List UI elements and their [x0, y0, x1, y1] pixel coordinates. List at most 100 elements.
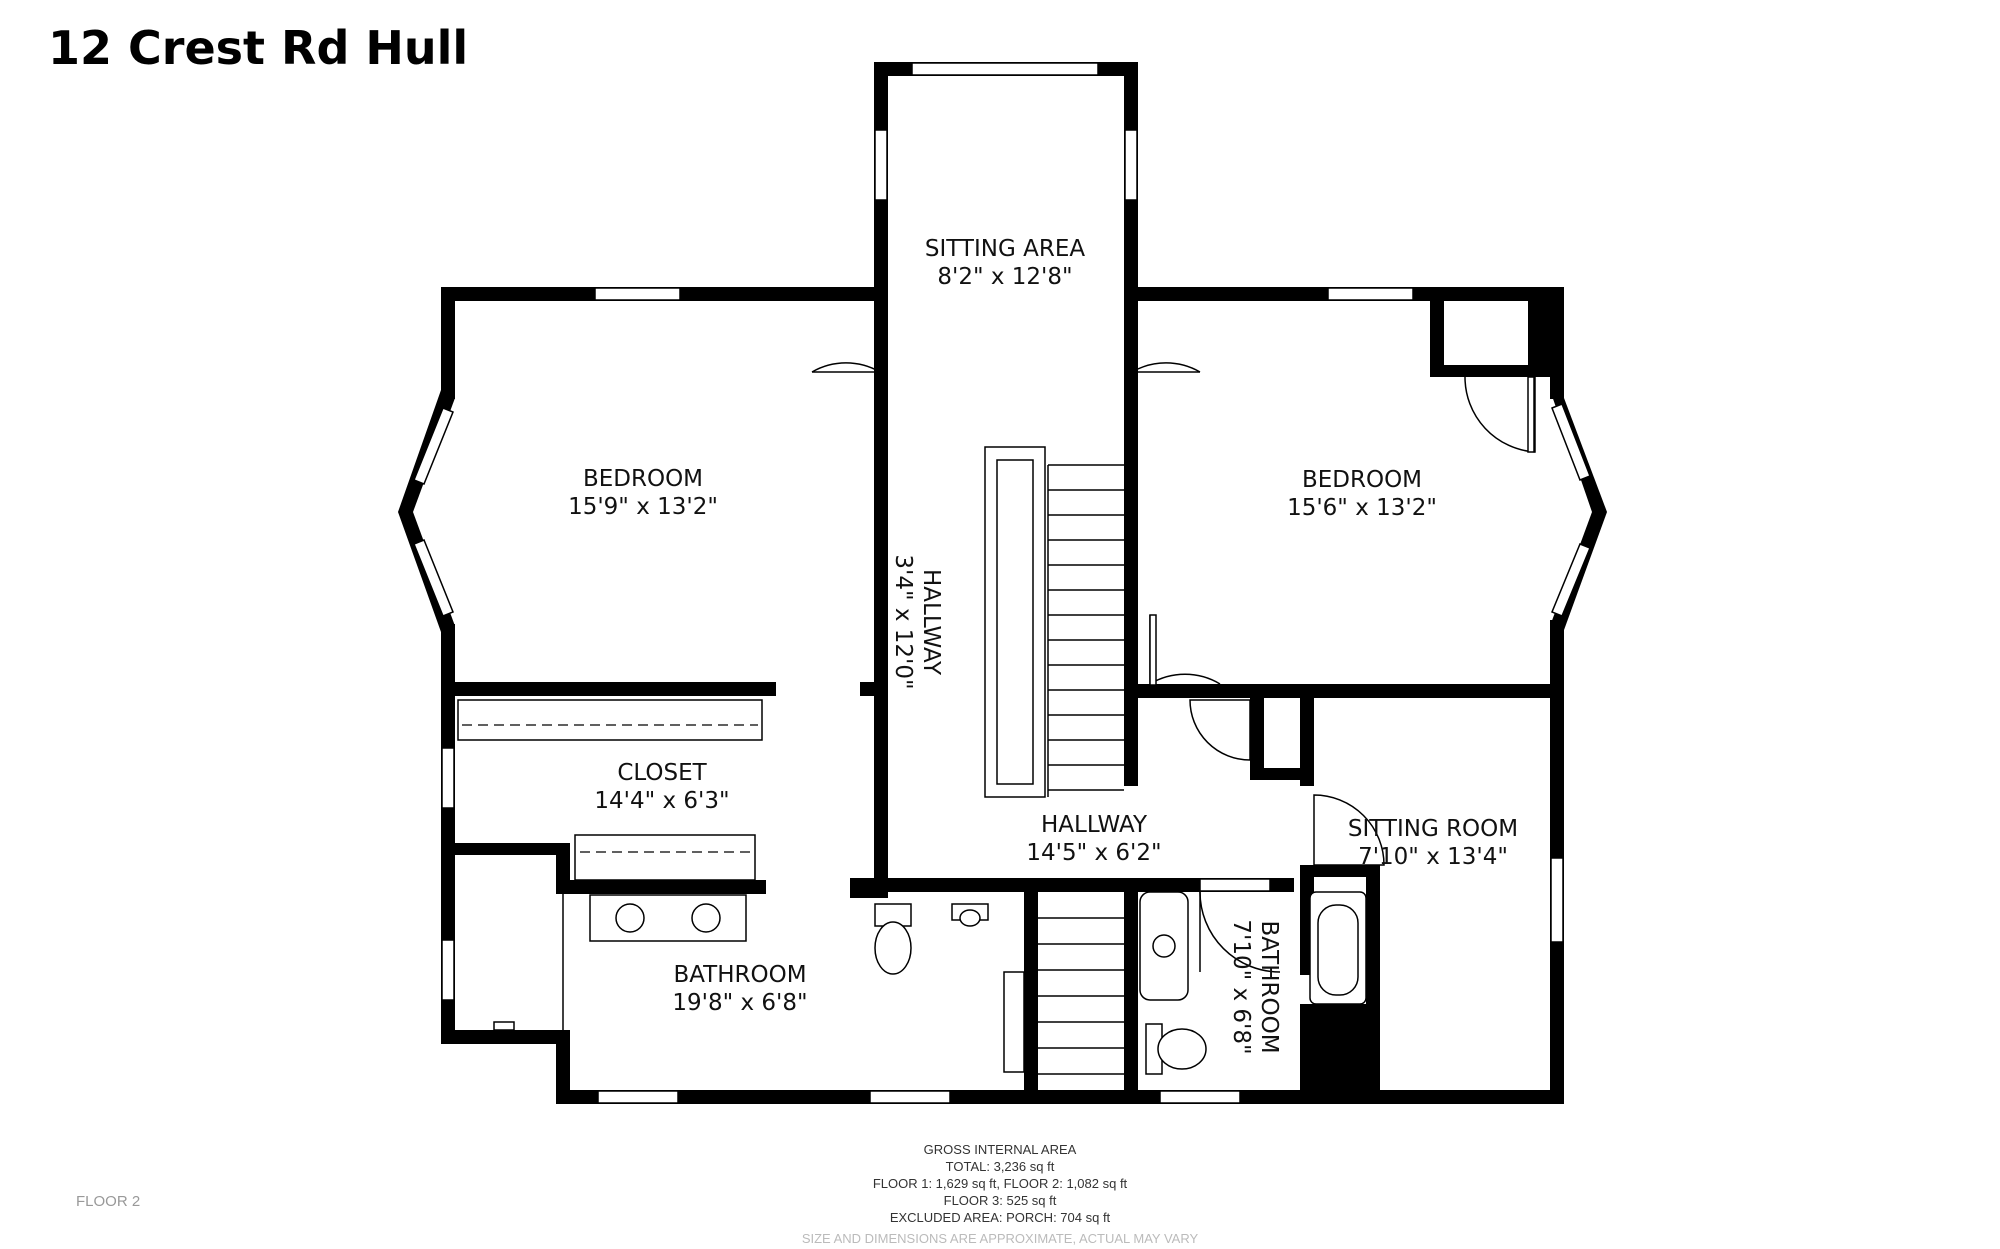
closet-shelf-top	[457, 699, 763, 741]
area-heading: GROSS INTERNAL AREA	[924, 1142, 1077, 1157]
room-name: HALLWAY	[918, 569, 944, 676]
room-name: BEDROOM	[583, 466, 703, 492]
room-name: SITTING AREA	[925, 236, 1085, 262]
room-hallway-vertical: HALLWAY 3'4" x 12'0"	[890, 554, 944, 689]
wall-left-bedroom-upper-left	[441, 287, 455, 399]
room-name: CLOSET	[617, 760, 707, 786]
door-small-closet	[1189, 699, 1251, 761]
wall-box-right	[1528, 287, 1550, 377]
room-bedroom-left: BEDROOM 15'9" x 13'2"	[568, 466, 718, 520]
room-closet: CLOSET 14'4" x 6'3"	[594, 760, 729, 814]
room-dimensions: 7'10" x 6'8"	[1228, 919, 1254, 1054]
disclaimer: SIZE AND DIMENSIONS ARE APPROXIMATE, ACT…	[802, 1231, 1199, 1246]
room-dimensions: 15'6" x 13'2"	[1287, 495, 1437, 521]
room-labels: SITTING AREA 8'2" x 12'8" BEDROOM 15'9" …	[568, 236, 1518, 1055]
door-sitting-room	[1313, 794, 1385, 866]
wall-sitting-room-left-upper	[1300, 690, 1314, 786]
room-sitting-area: SITTING AREA 8'2" x 12'8"	[925, 236, 1085, 290]
wall-right-bedroom-bottom	[1131, 684, 1563, 698]
room-name: BATHROOM	[673, 962, 806, 988]
wall-tower-left	[874, 62, 888, 884]
window-bath-bottom-left	[597, 1090, 679, 1104]
door-right-bedroom-hall	[1149, 615, 1221, 686]
wall-bottom	[556, 1090, 1564, 1104]
window-right-bath-bottom	[1159, 1090, 1241, 1104]
window-right-bedroom-top	[1327, 287, 1414, 301]
windows	[413, 62, 1591, 1104]
shower-fixture	[493, 1021, 515, 1031]
window-left-bedroom-top	[594, 287, 681, 301]
door-left-bedroom	[811, 362, 881, 440]
wall-box-left	[1430, 287, 1444, 377]
toilet-bowl	[874, 921, 912, 975]
window-bath-bottom-right	[869, 1090, 951, 1104]
wall-tower-right	[1124, 62, 1138, 786]
fixtures	[457, 699, 1367, 1075]
wall-closet-top	[441, 682, 776, 696]
wall-sitting-room-step	[1300, 865, 1380, 877]
door-right-bedroom	[1131, 362, 1201, 440]
area-floor-3: FLOOR 3: 525 sq ft	[944, 1193, 1057, 1208]
wall-small-closet-bottom	[1250, 768, 1312, 780]
room-name: HALLWAY	[1041, 812, 1148, 838]
room-dimensions: 7'10" x 13'4"	[1358, 844, 1508, 870]
window-right-bay-lower	[1551, 543, 1591, 617]
window-tower-top	[911, 62, 1099, 76]
wall-stair-left	[1024, 878, 1038, 1094]
wall-box-bottom	[1430, 365, 1550, 377]
wall-bath-left-bottom	[441, 1030, 566, 1044]
wall-stub	[860, 682, 880, 696]
page-title: 12 Crest Rd Hull	[48, 21, 468, 75]
toilet-right-bowl	[1157, 1028, 1207, 1070]
window-tower-left	[874, 129, 888, 201]
area-excluded: EXCLUDED AREA: PORCH: 704 sq ft	[890, 1210, 1111, 1225]
vanity	[589, 894, 747, 942]
window-left-bay-lower	[413, 539, 454, 617]
room-dimensions: 15'9" x 13'2"	[568, 494, 718, 520]
room-dimensions: 14'4" x 6'3"	[594, 788, 729, 814]
wall-stair-right	[1124, 878, 1138, 1094]
wall-right-bedroom-upper-right	[1550, 287, 1564, 399]
sink-2	[691, 903, 721, 933]
room-name: BEDROOM	[1302, 467, 1422, 493]
wall-small-closet-left	[1250, 690, 1264, 780]
room-name: SITTING ROOM	[1348, 816, 1518, 842]
area-total: TOTAL: 3,236 sq ft	[946, 1159, 1055, 1174]
room-bedroom-right: BEDROOM 15'6" x 13'2"	[1287, 467, 1437, 521]
wall-closet-bottom-left	[441, 843, 563, 855]
area-summary: GROSS INTERNAL AREA TOTAL: 3,236 sq ft F…	[802, 1142, 1199, 1246]
room-hallway-lower: HALLWAY 14'5" x 6'2"	[1026, 812, 1161, 866]
wall-hall-bottom-left	[850, 878, 1140, 892]
closet-shelf-bottom	[574, 834, 756, 881]
floor-label: FLOOR 2	[76, 1193, 140, 1210]
window-left-bay-upper	[413, 407, 454, 485]
room-dimensions: 14'5" x 6'2"	[1026, 840, 1161, 866]
wall-left-outer	[441, 624, 455, 1044]
area-floors-1-2: FLOOR 1: 1,629 sq ft, FLOOR 2: 1,082 sq …	[873, 1176, 1128, 1191]
door-box-closet	[1464, 376, 1536, 453]
room-dimensions: 3'4" x 12'0"	[890, 554, 916, 689]
wall-bath-step	[556, 1030, 570, 1102]
room-dimensions: 19'8" x 6'8"	[672, 990, 807, 1016]
window-bath-left	[441, 939, 455, 1001]
window-sitting-room	[1550, 857, 1564, 943]
bath-left-counter	[1003, 971, 1025, 1073]
stairs	[984, 446, 1124, 1075]
window-right-bath-top	[1199, 878, 1271, 892]
sink-1	[615, 903, 645, 933]
room-dimensions: 8'2" x 12'8"	[937, 264, 1072, 290]
window-right-bay-upper	[1551, 403, 1591, 481]
wall-corner	[850, 878, 888, 898]
room-bathroom-left: BATHROOM 19'8" x 6'8"	[672, 962, 807, 1016]
wall-closet-bottom-right	[556, 880, 766, 894]
door-right-bath	[1199, 891, 1281, 973]
wall-right-bath-right	[1366, 865, 1380, 1095]
window-closet	[441, 747, 455, 809]
window-tower-right	[1124, 129, 1138, 201]
room-sitting-room: SITTING ROOM 7'10" x 13'4"	[1348, 816, 1518, 870]
room-name: BATHROOM	[1256, 920, 1282, 1053]
doors	[562, 362, 1536, 1030]
room-bathroom-right: BATHROOM 7'10" x 6'8"	[1228, 919, 1282, 1054]
